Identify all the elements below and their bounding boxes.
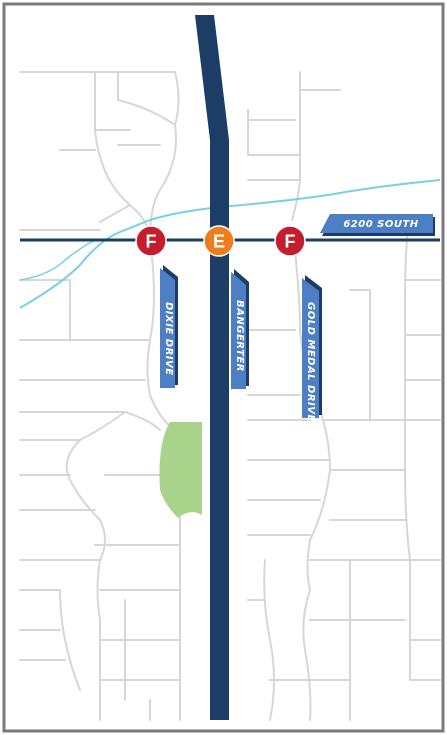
local-roads	[19, 71, 441, 721]
marker-gold-medal-letter: F	[285, 232, 296, 252]
park	[159, 422, 202, 518]
label-gold-medal-drive: GOLD MEDAL DRIVE	[305, 302, 316, 422]
label-bangerter: BANGERTER	[234, 300, 245, 372]
marker-bangerter[interactable]: E	[203, 225, 235, 257]
marker-bangerter-letter: E	[213, 232, 225, 252]
river	[19, 179, 441, 309]
sign-bangerter: BANGERTER	[231, 269, 249, 389]
marker-dixie-letter: F	[146, 232, 157, 252]
label-6200-south: 6200 SOUTH	[343, 219, 418, 230]
sign-dixie-drive: DIXIE DRIVE	[160, 265, 178, 388]
highway-bangerter	[195, 15, 229, 720]
sign-6200-south: 6200 SOUTH	[320, 214, 435, 236]
river-tributary	[19, 239, 96, 281]
marker-dixie[interactable]: F	[135, 225, 167, 257]
sign-gold-medal-drive: GOLD MEDAL DRIVE	[302, 275, 322, 422]
marker-gold-medal[interactable]: F	[274, 225, 306, 257]
label-dixie-drive: DIXIE DRIVE	[163, 302, 174, 376]
